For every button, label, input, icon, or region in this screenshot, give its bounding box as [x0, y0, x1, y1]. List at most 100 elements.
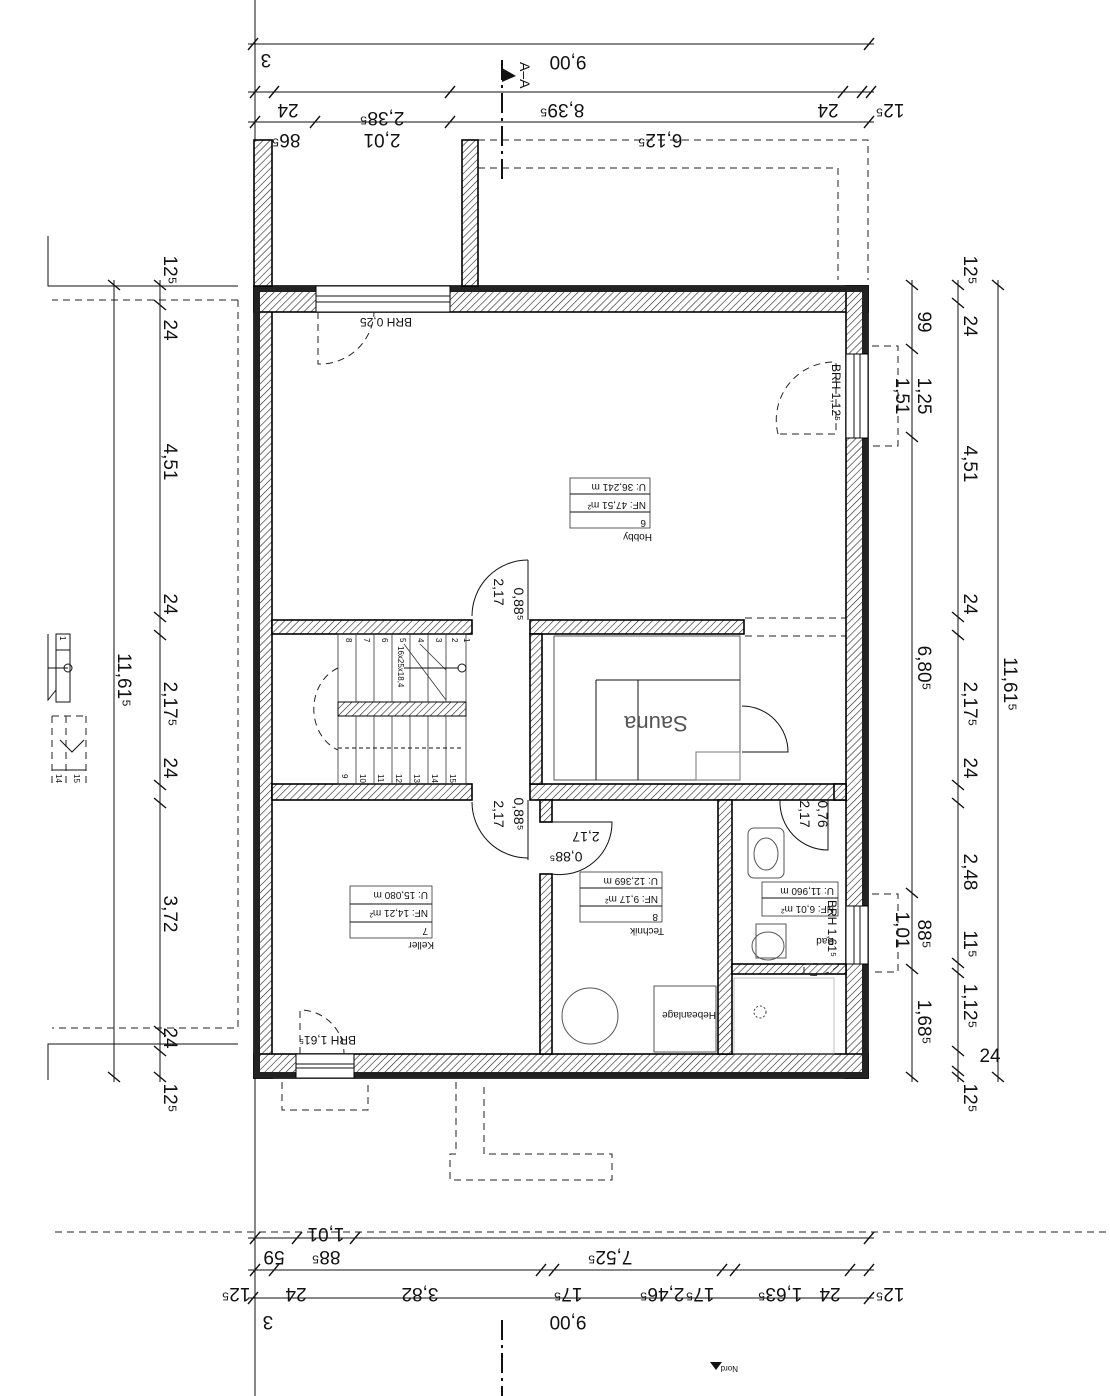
svg-text:15: 15 [72, 774, 81, 783]
svg-text:14: 14 [54, 774, 63, 783]
svg-text:9: 9 [340, 774, 349, 779]
svg-text:2: 2 [450, 638, 459, 643]
svg-text:11,61⁵: 11,61⁵ [999, 657, 1020, 711]
svg-text:88⁵: 88⁵ [311, 1246, 340, 1267]
svg-text:2,38⁵: 2,38⁵ [360, 107, 405, 128]
svg-text:4,51: 4,51 [159, 444, 180, 481]
section-flag-icon [502, 68, 516, 82]
svg-text:9,00: 9,00 [550, 51, 587, 72]
bad-fixtures [733, 827, 835, 1055]
svg-text:4: 4 [416, 638, 425, 643]
svg-text:6: 6 [640, 517, 646, 528]
svg-text:16x25x18,4: 16x25x18,4 [396, 646, 405, 688]
brh-keller: BRH 1,61⁵ [299, 1033, 356, 1047]
svg-text:Bad: Bad [816, 935, 834, 946]
svg-text:2,17⁵: 2,17⁵ [159, 682, 180, 727]
svg-text:2,01: 2,01 [364, 129, 401, 150]
doors: 2,17 0,88⁵ 2,17 0,88⁵ 2,17 0,88⁵ 2,17 0,… [299, 311, 842, 1055]
svg-text:88⁵: 88⁵ [913, 919, 934, 948]
svg-text:0,76: 0,76 [815, 800, 831, 827]
svg-text:NF: 47,51 m²: NF: 47,51 m² [587, 499, 646, 510]
brh-bad: BRH 1,61⁵ [825, 900, 839, 957]
svg-text:1,01: 1,01 [308, 1223, 345, 1244]
svg-text:3: 3 [434, 638, 443, 643]
svg-text:12⁵: 12⁵ [875, 1283, 904, 1304]
hebeanlage-label: Hebeanlage [662, 1009, 716, 1020]
svg-text:2,17⁵: 2,17⁵ [959, 682, 980, 727]
svg-text:13: 13 [412, 774, 421, 783]
svg-text:7: 7 [422, 925, 428, 936]
svg-text:0,88⁵: 0,88⁵ [511, 797, 527, 830]
svg-text:11: 11 [376, 774, 385, 783]
svg-text:1,63⁵: 1,63⁵ [758, 1283, 803, 1304]
svg-text:24: 24 [277, 99, 299, 120]
svg-text:24: 24 [159, 319, 180, 341]
svg-text:Hobby: Hobby [623, 531, 652, 542]
svg-text:24: 24 [959, 757, 980, 779]
svg-text:2,46⁵: 2,46⁵ [640, 1283, 685, 1304]
room-technik: U: 12,369 m NF: 9,17 m² 8 Technik [579, 871, 664, 936]
svg-text:59: 59 [263, 1246, 284, 1267]
svg-text:12: 12 [394, 774, 403, 783]
svg-text:24: 24 [817, 99, 839, 120]
sauna-label: Sauna [623, 711, 687, 736]
room-bad: U: 11,960 m NF: 6,01 m² Bad [761, 881, 839, 946]
svg-text:2,17: 2,17 [491, 800, 507, 827]
brh-top: BRH 0,25 [360, 315, 412, 329]
exterior-outlines [47, 139, 869, 1181]
svg-text:12⁵: 12⁵ [959, 255, 980, 284]
svg-text:3,82: 3,82 [402, 1283, 439, 1304]
svg-text:U: 15,080 m: U: 15,080 m [374, 889, 428, 900]
svg-text:1: 1 [58, 636, 67, 641]
svg-text:11⁵: 11⁵ [959, 930, 980, 958]
svg-text:1,12⁵: 1,12⁵ [959, 984, 980, 1029]
svg-text:24: 24 [979, 1046, 1001, 1067]
dims-left: 11,61⁵ 12⁵ 24 4,51 24 2,17⁵ 24 3,72 24 1… [107, 255, 180, 1113]
svg-text:1,51: 1,51 [891, 378, 912, 415]
svg-text:12⁵: 12⁵ [159, 255, 180, 284]
svg-text:12⁵: 12⁵ [959, 1083, 980, 1112]
svg-text:NF: 14,21 m²: NF: 14,21 m² [369, 907, 428, 918]
dims-top: 9,00 3 24 2,38⁵ 8,39⁵ 24 12⁵ 86⁵ 2,01 6,… [247, 37, 905, 150]
svg-text:0,88⁵: 0,88⁵ [511, 587, 527, 620]
svg-text:17⁵: 17⁵ [553, 1283, 582, 1304]
svg-text:24: 24 [959, 593, 980, 615]
svg-text:NF: 9,17 m²: NF: 9,17 m² [605, 893, 658, 904]
svg-text:1,01: 1,01 [891, 912, 912, 949]
svg-text:2,48: 2,48 [959, 854, 980, 891]
svg-text:15: 15 [448, 774, 457, 783]
svg-text:8,39⁵: 8,39⁵ [540, 99, 585, 120]
svg-text:24: 24 [159, 593, 180, 615]
svg-text:24: 24 [159, 757, 180, 779]
dims-bottom: 59 88⁵ 1,01 7,52⁵ 12⁵ 24 3,82 17⁵ 2,46⁵ … [221, 1223, 904, 1332]
svg-text:U: 11,960 m: U: 11,960 m [780, 885, 834, 896]
room-hobby: U: 36,241 m NF: 47,51 m² 6 Hobby [569, 477, 652, 542]
svg-text:7: 7 [362, 638, 371, 643]
svg-text:11,61⁵: 11,61⁵ [113, 653, 134, 707]
svg-text:0,88⁵: 0,88⁵ [549, 849, 582, 865]
svg-text:3: 3 [261, 49, 272, 70]
svg-text:24: 24 [159, 1027, 180, 1049]
svg-text:2,17: 2,17 [491, 578, 507, 605]
svg-text:5: 5 [398, 638, 407, 643]
svg-text:8: 8 [344, 638, 353, 643]
svg-text:9,00: 9,00 [550, 1311, 587, 1332]
svg-text:3: 3 [263, 1311, 274, 1332]
north-label: Nord [721, 1364, 738, 1373]
svg-text:10: 10 [358, 774, 367, 783]
svg-text:24: 24 [959, 315, 980, 337]
svg-text:6: 6 [380, 638, 389, 643]
svg-text:U: 36,241 m: U: 36,241 m [592, 481, 646, 492]
svg-text:12⁵: 12⁵ [875, 99, 904, 120]
svg-text:1,68⁵: 1,68⁵ [913, 1000, 934, 1045]
legend-symbol: 1 14 15 [47, 633, 87, 784]
svg-text:8: 8 [652, 911, 658, 922]
svg-text:NF: 6,01 m²: NF: 6,01 m² [781, 903, 834, 914]
sauna-room: Sauna [553, 635, 789, 781]
svg-text:6,80⁵: 6,80⁵ [913, 646, 934, 691]
walls [253, 139, 869, 1079]
room-keller: U: 15,080 m NF: 14,21 m² 7 Keller [349, 885, 434, 950]
svg-text:U: 12,369 m: U: 12,369 m [604, 875, 658, 886]
svg-text:14: 14 [430, 774, 439, 783]
